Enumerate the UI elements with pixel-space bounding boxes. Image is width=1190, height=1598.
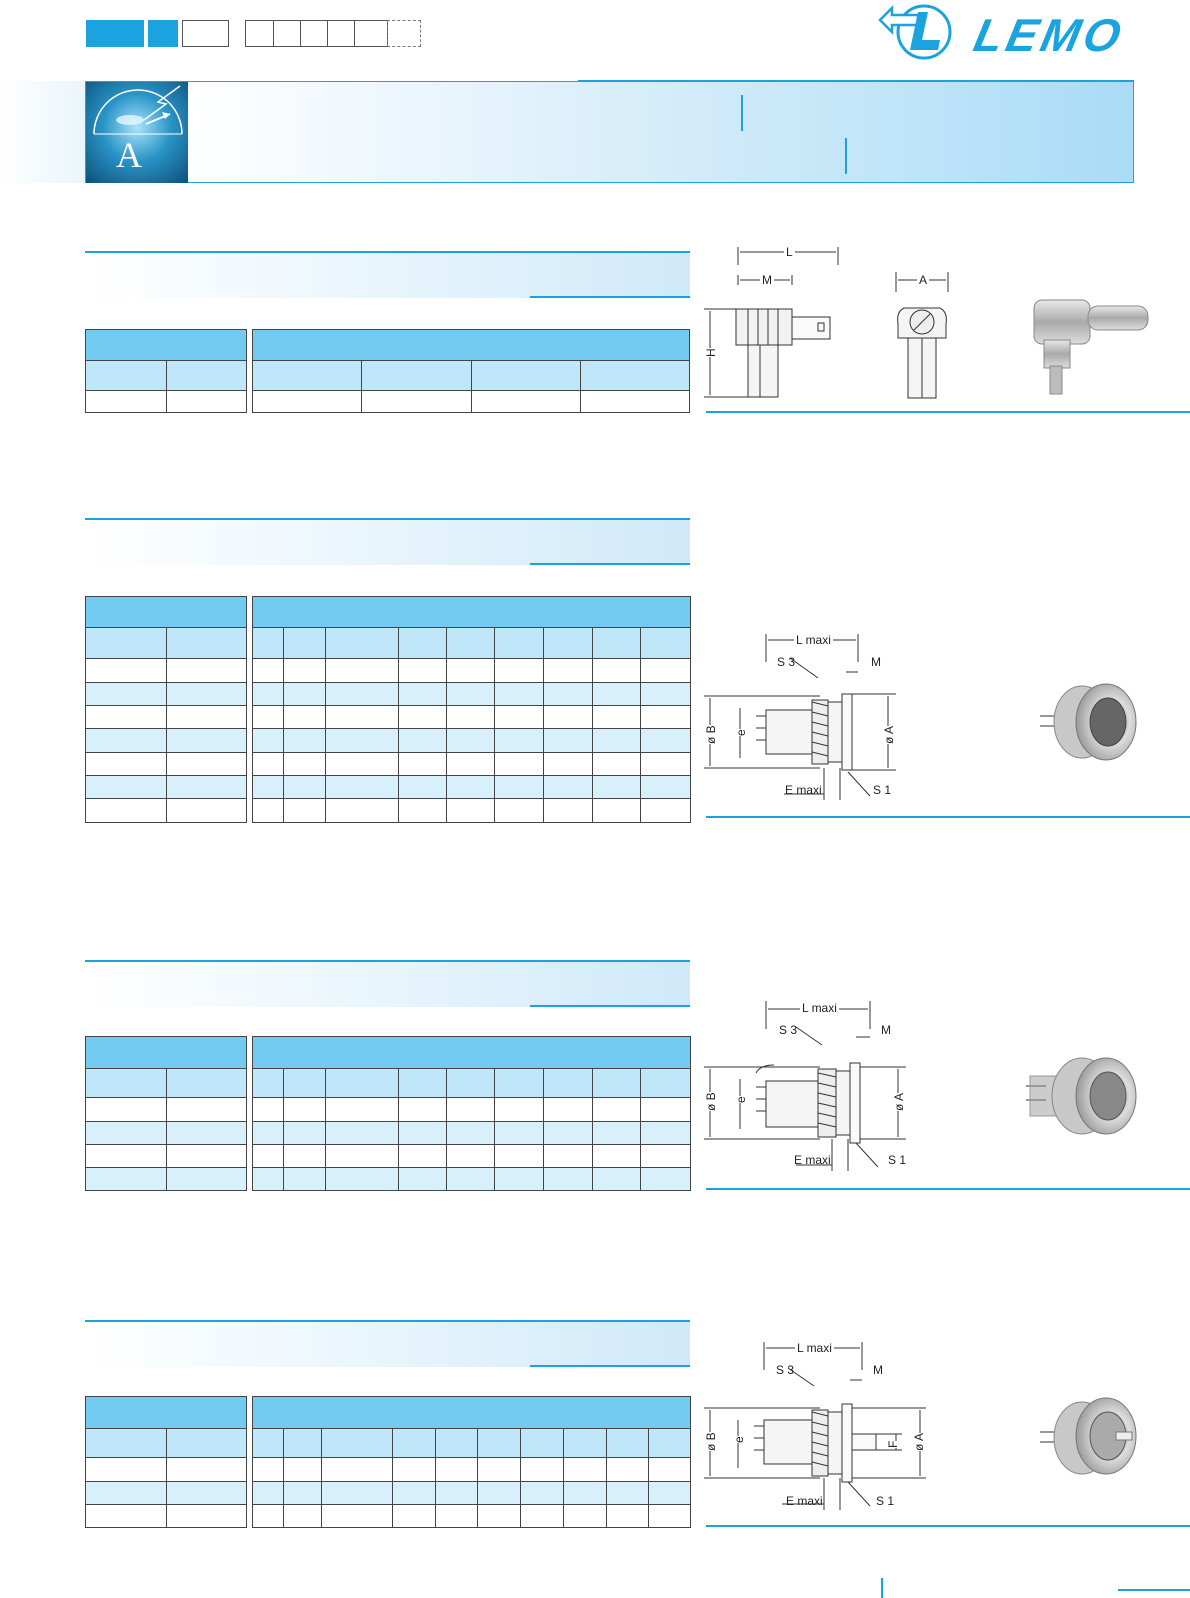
elbow-plug-front-drawing [895,272,949,399]
socket-3-oA-label: ø A [912,1432,926,1451]
socket-1-drawing [704,634,896,800]
index-box-7 [327,20,355,47]
dim-A-label: A [917,273,930,287]
socket-1-photo [1040,683,1137,761]
section-2-table-left [85,596,247,823]
socket-3-F-label: F [886,1440,900,1448]
arc-lightning-icon [93,85,183,135]
socket-3-M-label: M [873,1363,883,1377]
section-3-table-left [85,1036,247,1191]
banner-divider-2 [845,138,847,174]
socket-1-S3-label: S 3 [777,655,796,669]
section-2-header [85,518,690,565]
socket-2-e-label: e [734,1096,748,1103]
socket-3-S1-label: S 1 [876,1494,895,1508]
index-box-6 [300,20,328,47]
banner-letter: A [116,135,142,175]
socket-3-e-label: e [732,1436,746,1443]
socket-3-L-maxi-label: L maxi [795,1341,834,1355]
socket-2-drawing [704,1001,906,1171]
index-box-9 [387,20,421,47]
socket-1-S1-label: S 1 [873,783,892,797]
section-2-rule [706,816,1190,818]
banner-thumbnail: A [86,82,188,183]
banner-divider-1 [741,95,743,131]
socket-1-M-label: M [871,655,881,669]
index-box-2 [148,20,178,47]
lemo-emblem-icon [878,4,952,60]
section-1-header [85,251,690,298]
socket-3-E-maxi-label: E maxi [786,1494,823,1508]
footer-rule [1118,1589,1190,1591]
section-4-rule [706,1525,1190,1527]
section-4-table-left [85,1396,247,1528]
index-box-5 [273,20,301,47]
dim-H-label: H [704,348,718,357]
index-box-8 [354,20,388,47]
elbow-plug-photo [1033,299,1149,395]
socket-2-L-maxi-label: L maxi [800,1001,839,1015]
socket-2-photo [1026,1057,1137,1135]
footer-divider [881,1578,883,1598]
dim-M-label: M [760,273,774,287]
section-4-header [85,1320,690,1367]
section-3-header [85,960,690,1007]
section-1-table-left [85,329,247,413]
index-box-4 [245,20,274,47]
banner-glow [0,81,85,183]
socket-1-E-maxi-label: E maxi [785,783,822,797]
section-4-table-right [251,1396,692,1528]
socket-1-e-label: e [734,729,748,736]
socket-2-M-label: M [881,1023,891,1037]
socket-2-E-maxi-label: E maxi [794,1153,831,1167]
section-3-rule [706,1188,1190,1190]
socket-3-drawing [704,1342,926,1510]
elbow-plug-drawing [704,247,839,398]
index-box-1 [86,20,144,47]
socket-2-S3-label: S 3 [779,1023,798,1037]
section-2-table-right [251,596,692,823]
section-3-table-right [251,1036,692,1191]
dim-L-label: L [784,245,795,259]
section-1-table-right [251,329,691,413]
socket-2-S1-label: S 1 [888,1153,907,1167]
banner-top-rule [578,80,1134,82]
socket-3-S3-label: S 3 [776,1363,795,1377]
page-banner [85,81,1134,183]
socket-2-oA-label: ø A [892,1092,906,1111]
socket-2-oB-label: ø B [704,1092,718,1111]
brand-logo: LEMO [969,9,1130,61]
socket-1-oA-label: ø A [882,725,896,744]
socket-1-L-maxi-label: L maxi [794,633,833,647]
socket-1-oB-label: ø B [704,725,718,744]
section-1-rule [706,411,1190,413]
index-box-3 [182,20,229,47]
socket-3-photo [1040,1397,1137,1475]
socket-3-oB-label: ø B [704,1432,718,1451]
